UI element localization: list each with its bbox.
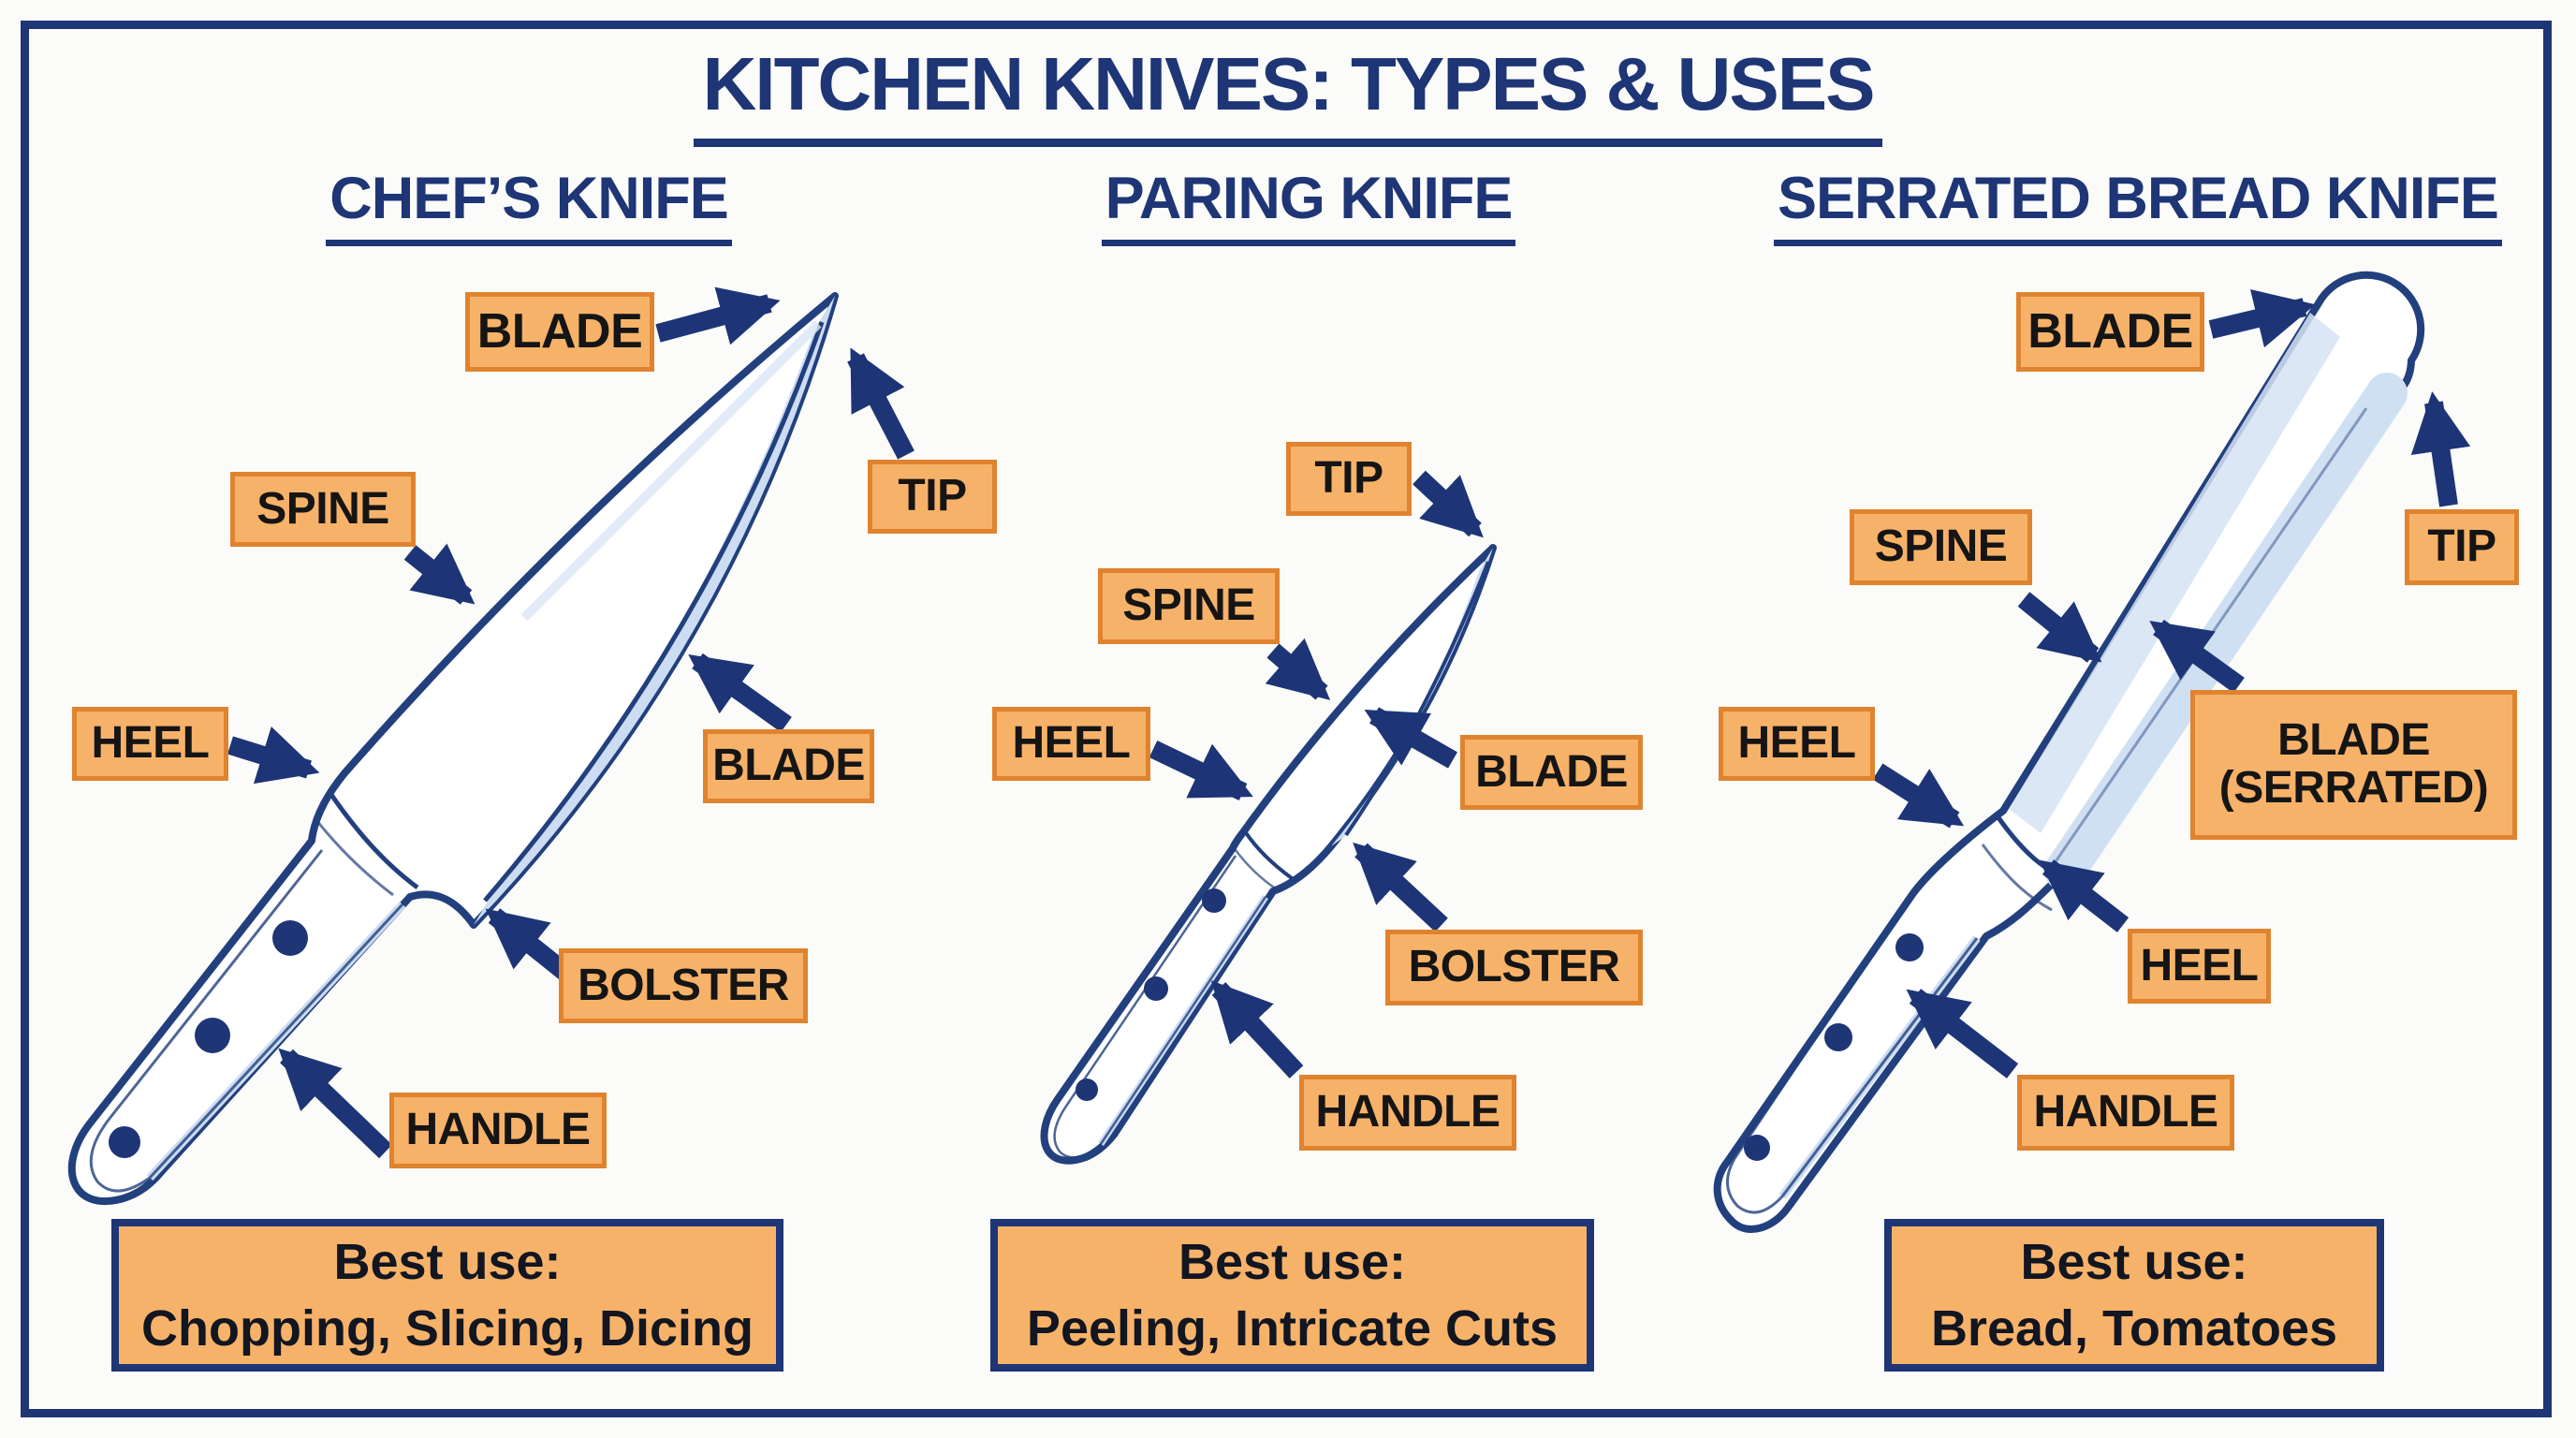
- arrow-chef-blade-top: [655, 286, 781, 345]
- best-use-paring-knife: Best use: Peeling, Intricate Cuts: [990, 1219, 1594, 1372]
- label-paring-tip: TIP: [1286, 442, 1412, 516]
- best-use-serrated-bread-knife: Best use: Bread, Tomatoes: [1884, 1219, 2384, 1372]
- arrow-bread-blade-serrated: [2149, 619, 2245, 694]
- arrow-bread-heel-right: [2039, 859, 2130, 932]
- arrow-paring-blade-face: [1364, 707, 1457, 769]
- chef-rivet: [272, 920, 308, 956]
- page-title-wrap: KITCHEN KNIVES: TYPES & USES: [0, 41, 2576, 147]
- arrow-bread-spine: [2017, 592, 2102, 663]
- arrow-chef-tip: [847, 347, 915, 460]
- label-paring-blade-face: BLADE: [1460, 735, 1643, 810]
- arrow-chef-blade-face: [688, 653, 792, 733]
- heading-chefs-knife: CHEF’S KNIFE: [295, 165, 763, 246]
- bread-serration-shading: [2044, 373, 2408, 891]
- label-paring-handle: HANDLE: [1299, 1075, 1516, 1151]
- arrow-chef-spine: [403, 543, 476, 605]
- arrow-bread-heel-left: [1872, 763, 1965, 829]
- arrow-bread-tip: [2410, 391, 2471, 507]
- best-use-chefs-knife: Best use: Chopping, Slicing, Dicing: [111, 1219, 783, 1372]
- arrow-paring-handle: [1210, 980, 1304, 1078]
- bread-rivet: [1895, 933, 1924, 961]
- label-bread-tip: TIP: [2405, 509, 2519, 585]
- chef-rivet: [195, 1018, 230, 1053]
- label-bread-handle: HANDLE: [2017, 1075, 2234, 1151]
- arrow-paring-heel: [1149, 740, 1253, 801]
- paring-rivet: [1144, 976, 1168, 1001]
- paring-knife-illustration: [1040, 544, 1497, 1165]
- arrow-bread-handle: [1906, 989, 2019, 1078]
- callout-arrows: [227, 286, 2471, 1159]
- label-bread-blade-serrated: BLADE (SERRATED): [2190, 690, 2517, 840]
- label-bread-spine: SPINE: [1850, 509, 2032, 585]
- label-chef-handle: HANDLE: [389, 1093, 607, 1168]
- page-title: KITCHEN KNIVES: TYPES & USES: [693, 41, 1883, 147]
- bread-rivet: [1824, 1023, 1852, 1051]
- paring-edge-shading: [1331, 548, 1493, 846]
- label-chef-bolster: BOLSTER: [559, 948, 808, 1023]
- label-chef-blade-face: BLADE: [703, 729, 874, 803]
- arrow-chef-heel: [227, 726, 320, 785]
- label-bread-heel-right: HEEL: [2128, 929, 2271, 1004]
- serrated-bread-knife-illustration: [1713, 271, 2425, 1233]
- chefs-knife-illustration: [67, 292, 839, 1206]
- heading-paring-knife: PARING KNIFE: [1075, 165, 1543, 246]
- label-bread-blade-top: BLADE: [2016, 292, 2204, 372]
- label-chef-tip: TIP: [868, 460, 997, 534]
- label-paring-spine: SPINE: [1098, 568, 1280, 644]
- label-chef-blade-top: BLADE: [465, 292, 654, 372]
- label-chef-heel: HEEL: [72, 707, 228, 781]
- arrow-bread-blade-top: [2208, 289, 2316, 348]
- bread-blade-highlight: [2009, 313, 2340, 833]
- arrow-paring-tip: [1412, 470, 1484, 538]
- label-paring-heel: HEEL: [992, 707, 1150, 781]
- label-chef-spine: SPINE: [230, 472, 416, 547]
- arrow-paring-spine: [1265, 638, 1331, 700]
- arrow-paring-bolster: [1353, 842, 1448, 932]
- bread-rivet: [1744, 1135, 1770, 1161]
- label-paring-bolster: BOLSTER: [1385, 930, 1643, 1005]
- label-bread-heel-left: HEEL: [1719, 707, 1875, 781]
- paring-rivet: [1202, 888, 1226, 913]
- arrow-chef-handle: [278, 1048, 392, 1159]
- chef-rivet: [109, 1126, 140, 1158]
- heading-serrated-bread-knife: SERRATED BREAD KNIFE: [1774, 165, 2502, 246]
- paring-rivet: [1076, 1078, 1098, 1101]
